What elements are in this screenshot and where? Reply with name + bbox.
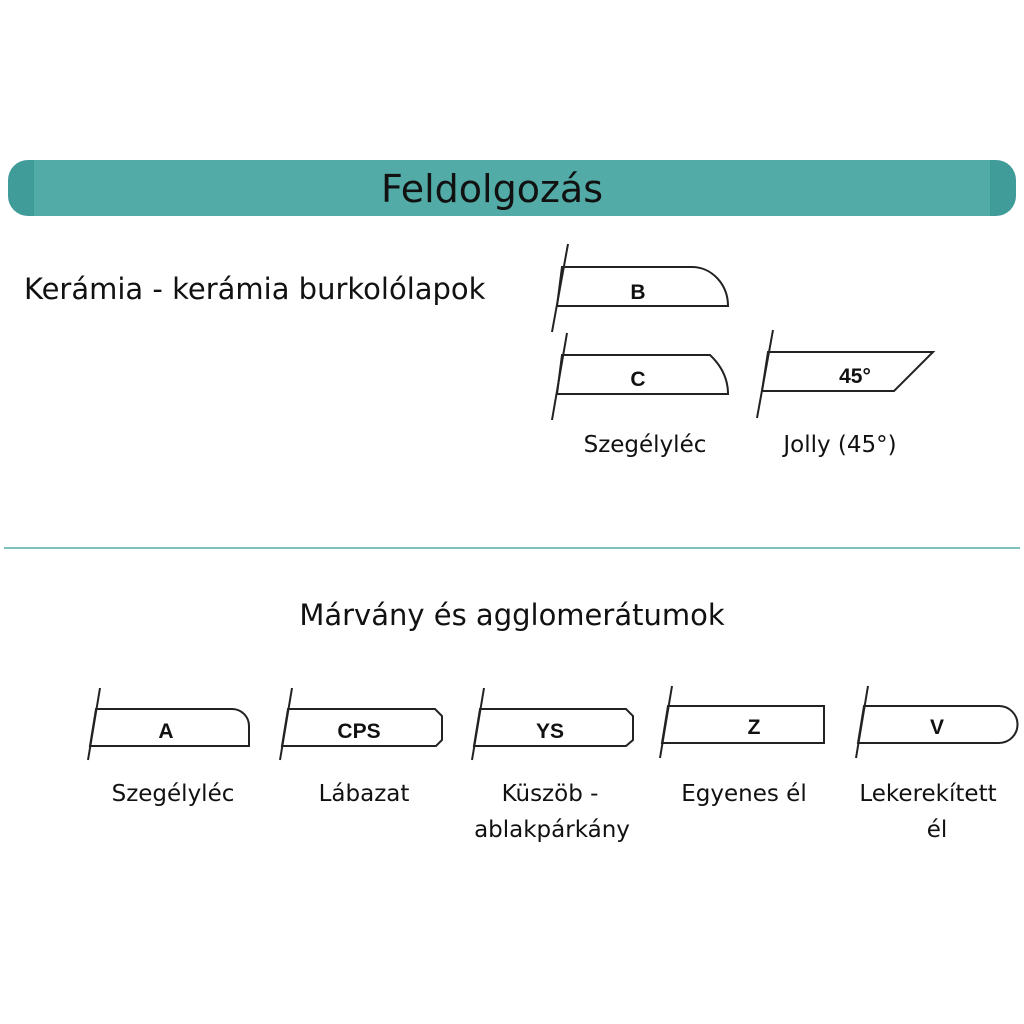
- title-banner: Feldolgozás: [8, 160, 1016, 216]
- profile-label: C: [630, 368, 645, 391]
- caption: él: [927, 817, 948, 843]
- profile-label: V: [930, 716, 944, 739]
- profile-label: B: [630, 281, 645, 304]
- profile-label: 45°: [839, 365, 871, 388]
- profile-label: YS: [536, 720, 564, 743]
- profile-b: B: [551, 243, 730, 333]
- caption: Szegélyléc: [584, 432, 707, 458]
- profile-label: Z: [748, 716, 761, 739]
- profile-z: Z: [659, 685, 825, 759]
- profile-c: C: [551, 332, 730, 421]
- profile-v: V: [855, 685, 1019, 759]
- profile-cps: CPS: [279, 687, 443, 761]
- caption: Küszöb -: [502, 781, 599, 807]
- caption: ablakpárkány: [474, 817, 630, 843]
- marble-heading: Márvány és agglomerátumok: [299, 598, 724, 632]
- ceramic-heading: Kerámia - kerámia burkolólapok: [24, 272, 486, 306]
- profile-label: CPS: [337, 720, 380, 743]
- caption: Lekerekített: [859, 781, 996, 807]
- banner-title: Feldolgozás: [381, 167, 603, 211]
- caption: Szegélyléc: [112, 781, 235, 807]
- caption: Jolly (45°): [781, 432, 896, 458]
- profile-a: A: [87, 687, 250, 761]
- profile-ys: YS: [471, 687, 634, 761]
- caption: Egyenes él: [681, 781, 806, 807]
- profile-jolly: 45°: [756, 329, 936, 419]
- profile-label: A: [158, 720, 173, 743]
- caption: Lábazat: [319, 781, 410, 807]
